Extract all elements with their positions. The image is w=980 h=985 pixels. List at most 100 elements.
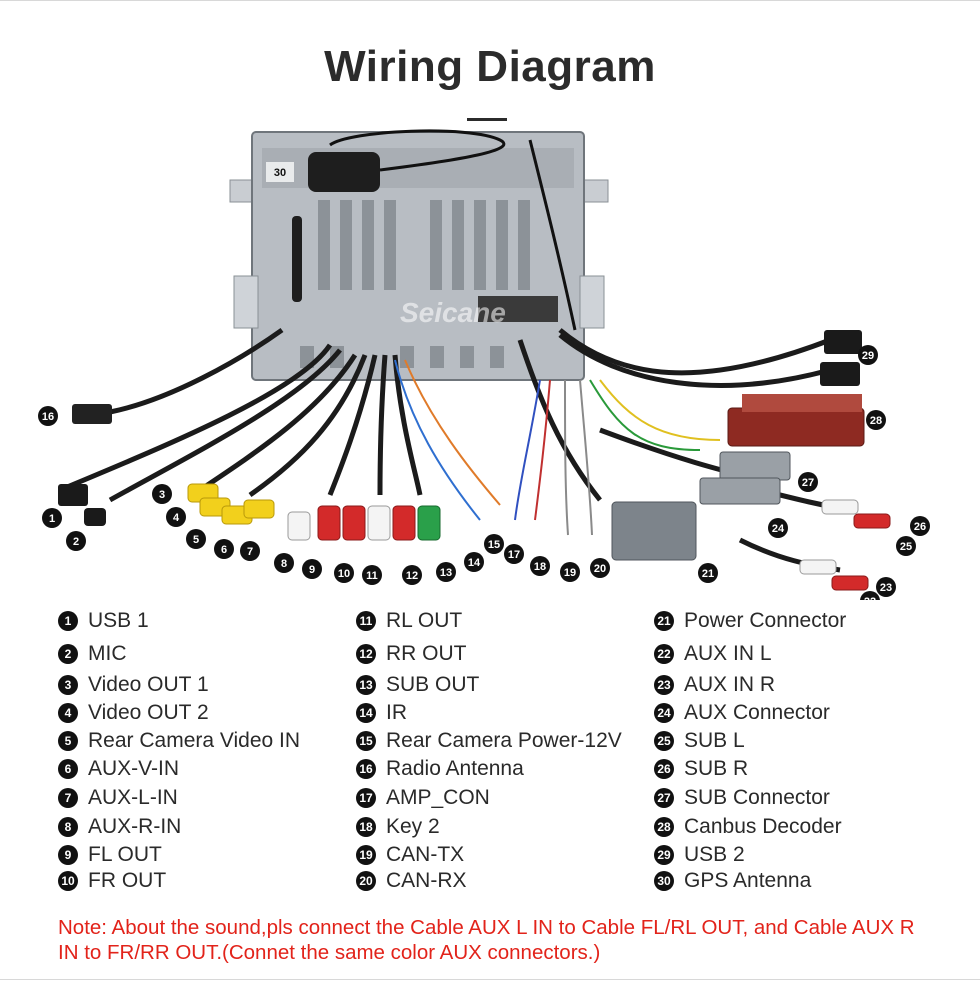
rca-plugs (187, 483, 441, 541)
svg-text:1: 1 (49, 513, 55, 525)
callout-number: 2 (66, 531, 86, 551)
svg-text:18: 18 (534, 561, 546, 573)
svg-text:24: 24 (772, 523, 785, 535)
svg-text:3: 3 (159, 489, 165, 501)
legend-label: SUB L (684, 729, 745, 752)
callout-number: 8 (274, 553, 294, 573)
svg-text:13: 13 (440, 567, 452, 579)
legend-label: USB 1 (88, 609, 149, 632)
callout-number: 6 (214, 539, 234, 559)
legend-number-badge: 18 (356, 817, 376, 837)
legend-label: Video OUT 1 (88, 673, 209, 696)
legend-number-badge: 30 (654, 871, 674, 891)
legend-number-badge: 2 (58, 644, 78, 664)
svg-text:9: 9 (309, 564, 315, 576)
svg-text:10: 10 (338, 568, 350, 580)
svg-text:8: 8 (281, 558, 287, 570)
callout-number: 26 (910, 516, 930, 536)
legend-label: FL OUT (88, 843, 162, 866)
legend-label: GPS Antenna (684, 869, 812, 892)
callout-number: 25 (896, 536, 916, 556)
svg-text:28: 28 (870, 415, 882, 427)
callout-number: 5 (186, 529, 206, 549)
callout-number: 16 (38, 406, 58, 426)
aux-sub-rca-plugs (799, 499, 891, 591)
usb-1-connector-icon (58, 484, 88, 506)
svg-text:6: 6 (221, 544, 227, 556)
canbus-decoder-icon (727, 394, 865, 447)
svg-text:16: 16 (42, 411, 54, 423)
svg-text:30: 30 (274, 167, 286, 179)
power-connector-icon (611, 501, 697, 561)
legend-label: CAN-RX (386, 869, 467, 892)
legend-number-badge: 7 (58, 788, 78, 808)
callout-number: 22 (860, 591, 880, 600)
legend-label: AMP_CON (386, 786, 490, 809)
legend-number-badge: 10 (58, 871, 78, 891)
wifi-antenna-icon (292, 216, 302, 302)
legend-label: Rear Camera Video IN (88, 729, 301, 752)
cable-bundle-left (59, 327, 423, 503)
legend-number-badge: 26 (654, 759, 674, 779)
legend-label: RL OUT (386, 609, 463, 632)
legend-number-badge: 15 (356, 731, 376, 751)
legend-label: Power Connector (684, 609, 847, 632)
legend-number-badge: 14 (356, 703, 376, 723)
svg-text:11: 11 (366, 570, 378, 582)
legend-label: MIC (88, 642, 127, 665)
legend-label: Rear Camera Power-12V (386, 729, 622, 752)
legend-label: Radio Antenna (386, 757, 524, 780)
legend-number-badge: 4 (58, 703, 78, 723)
legend-number-badge: 5 (58, 731, 78, 751)
callout-number: 10 (334, 563, 354, 583)
legend-number-badge: 27 (654, 788, 674, 808)
svg-text:27: 27 (802, 477, 814, 489)
gps-antenna-icon (308, 129, 577, 331)
callout-number: 4 (166, 507, 186, 527)
legend-number-badge: 8 (58, 817, 78, 837)
legend-number-badge: 23 (654, 675, 674, 695)
legend-item: 27 SUB Connector (654, 786, 830, 810)
callout-number: 27 (798, 472, 818, 492)
legend-item: 30 GPS Antenna (654, 869, 811, 893)
legend-number-badge: 9 (58, 845, 78, 865)
legend-label: SUB Connector (684, 786, 830, 809)
legend-item: 2 MIC (58, 642, 127, 666)
legend-number-badge: 12 (356, 644, 376, 664)
legend-label: Video OUT 2 (88, 701, 209, 724)
usb-2-connector-icon (820, 330, 862, 386)
loose-wires (394, 359, 721, 536)
callout-numbers: 1234567891011121314151617181920212223242… (38, 162, 930, 600)
legend-item: 9 FL OUT (58, 843, 162, 867)
legend-number-badge: 28 (654, 817, 674, 837)
callout-number: 18 (530, 556, 550, 576)
legend-number-badge: 1 (58, 611, 78, 631)
mic-connector-icon (84, 508, 106, 526)
callout-number: 28 (866, 410, 886, 430)
legend-item: 5 Rear Camera Video IN (58, 729, 300, 753)
note-text: Note: About the sound,pls connect the Ca… (58, 916, 915, 964)
svg-text:25: 25 (900, 541, 912, 553)
svg-text:19: 19 (564, 567, 576, 579)
callout-number: 24 (768, 518, 788, 538)
callout-number: 9 (302, 559, 322, 579)
callout-number: 19 (560, 562, 580, 582)
aux-connector-icon (719, 451, 791, 481)
legend-item: 1 USB 1 (58, 609, 149, 633)
svg-text:20: 20 (594, 563, 606, 575)
svg-text:4: 4 (173, 512, 180, 524)
radio-antenna-connector-icon (72, 404, 112, 424)
callout-number: 14 (464, 552, 484, 572)
legend-number-badge: 11 (356, 611, 376, 631)
page-title: Wiring Diagram (324, 42, 656, 91)
legend-item: 11 RL OUT (356, 609, 462, 633)
